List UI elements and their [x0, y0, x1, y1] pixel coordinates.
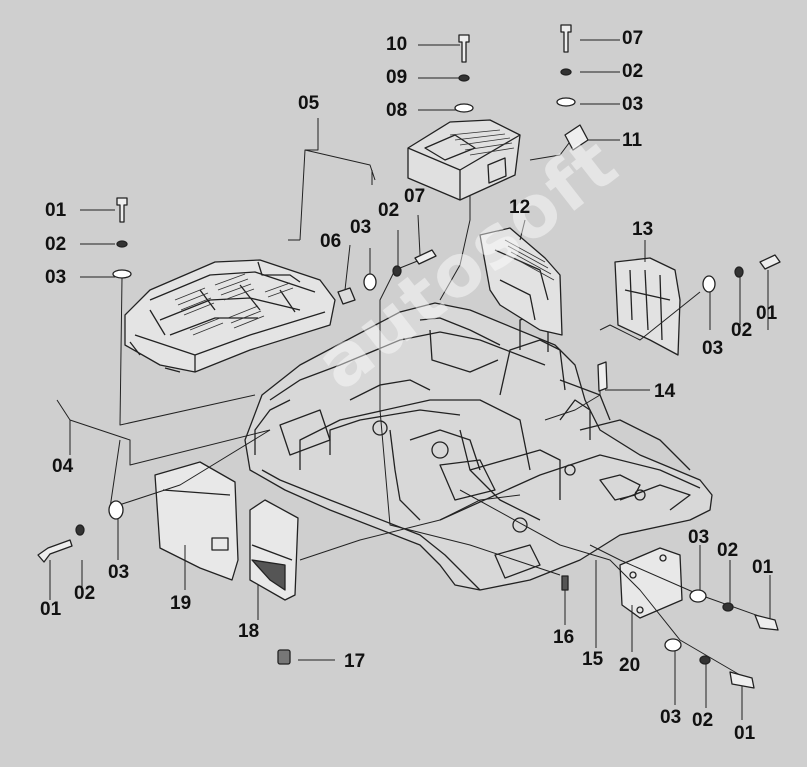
callout-12: 12: [509, 197, 531, 218]
callout-02: 02: [692, 710, 714, 731]
top-box-grille: [449, 129, 515, 156]
callout-02: 02: [45, 234, 67, 255]
side-panel-13: [614, 257, 681, 356]
callout-03: 03: [660, 707, 682, 728]
callout-10: 10: [386, 34, 408, 55]
callout-14: 14: [654, 381, 676, 402]
upper-frame: [244, 302, 713, 591]
callout-13: 13: [632, 219, 654, 240]
side-panel-12-grille: [504, 239, 555, 281]
foot-17: [277, 649, 291, 665]
callout-03: 03: [108, 562, 130, 583]
callout-02: 02: [74, 583, 96, 604]
callout-17: 17: [344, 651, 366, 672]
panel-18: [249, 499, 299, 601]
fasteners: [37, 24, 781, 689]
callout-07: 07: [622, 28, 644, 49]
callout-18: 18: [238, 621, 260, 642]
callout-15: 15: [582, 649, 604, 670]
callout-06: 06: [320, 231, 342, 252]
callout-16: 16: [553, 627, 575, 648]
side-panel-12: [479, 227, 563, 336]
callout-01: 01: [734, 723, 756, 744]
callout-08: 08: [386, 100, 408, 121]
top-box: [407, 119, 521, 201]
callout-03: 03: [688, 527, 710, 548]
callout-03: 03: [350, 217, 372, 238]
callout-03: 03: [622, 94, 644, 115]
callout-11: 11: [622, 130, 643, 151]
engine-hood: [124, 259, 336, 373]
callout-19: 19: [170, 593, 192, 614]
hood-grilles: [174, 273, 294, 336]
callout-09: 09: [386, 67, 408, 88]
callout-02: 02: [378, 200, 400, 221]
door-19: [154, 461, 239, 581]
callout-07: 07: [404, 186, 426, 207]
callout-01: 01: [756, 303, 778, 324]
callout-01: 01: [45, 200, 67, 221]
callout-02: 02: [717, 540, 739, 561]
callout-05: 05: [298, 93, 320, 114]
callout-01: 01: [752, 557, 774, 578]
callout-03: 03: [702, 338, 724, 359]
callout-02: 02: [622, 61, 644, 82]
callout-01: 01: [40, 599, 62, 620]
callout-02: 02: [731, 320, 753, 341]
panel-20: [619, 547, 683, 619]
callout-03: 03: [45, 267, 67, 288]
callout-20: 20: [619, 655, 641, 676]
callout-04: 04: [52, 456, 74, 477]
